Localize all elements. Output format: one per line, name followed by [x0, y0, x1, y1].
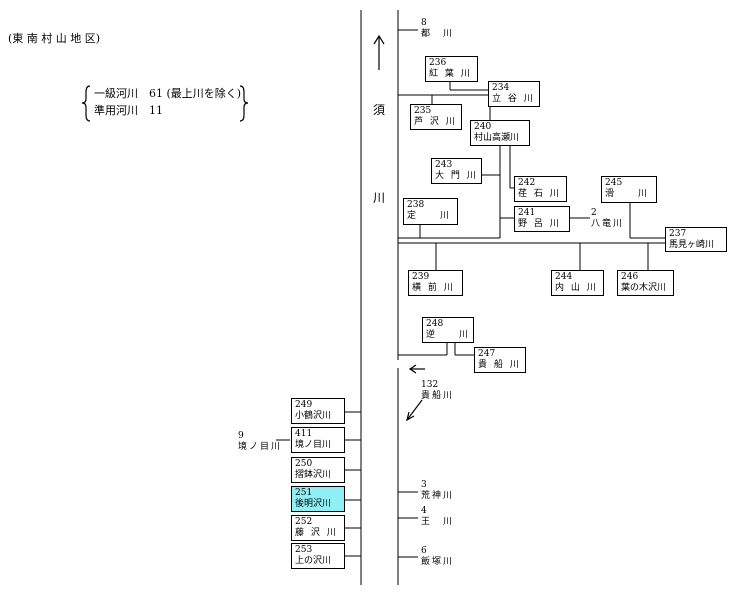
main-river-char-1: 須 — [373, 103, 386, 117]
main-river-char-2: 川 — [373, 191, 386, 205]
region-title: (東 南 村 山 地 区) — [8, 32, 101, 45]
class1-count: 一級河川 61 (最上川を除く) — [94, 87, 242, 100]
quasi-count: 準用河川 11 — [94, 104, 163, 117]
